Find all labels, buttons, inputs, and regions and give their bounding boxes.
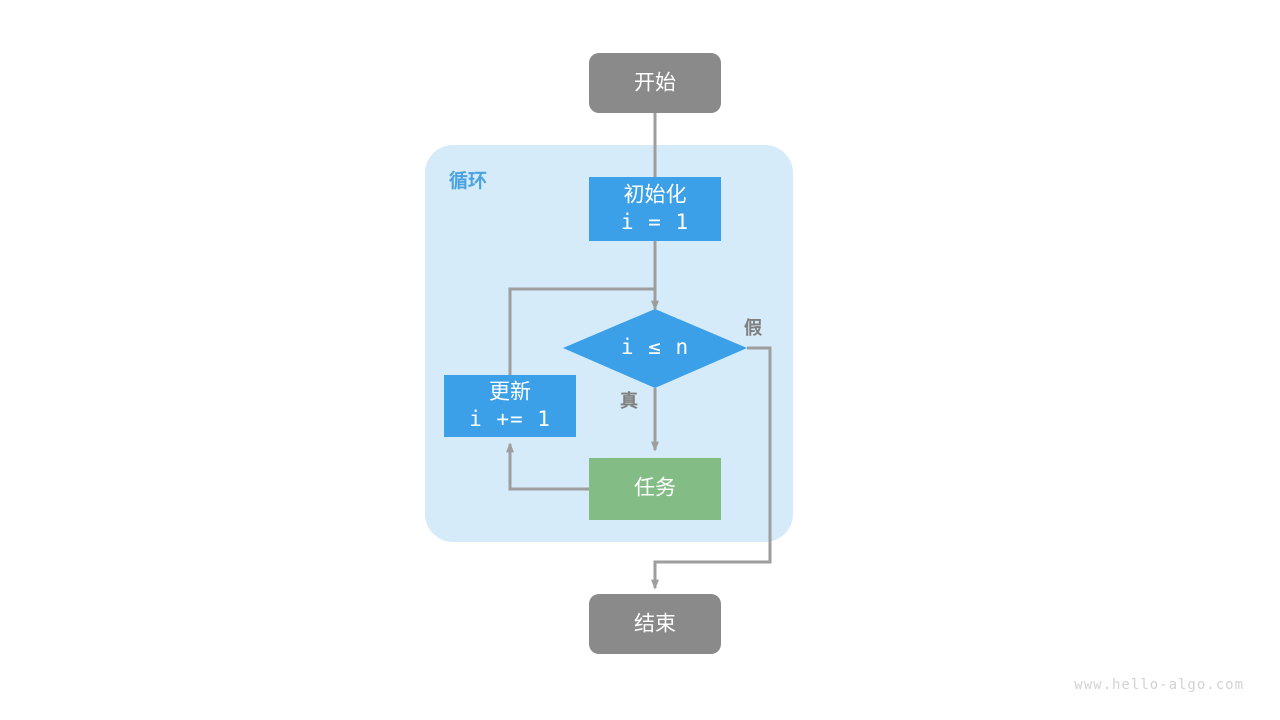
node-update-label-line2: i += 1: [469, 407, 551, 431]
node-task[interactable]: 任务: [589, 458, 721, 520]
node-end-label: 结束: [634, 613, 676, 636]
edge-label-true: 真: [620, 390, 638, 411]
edge-task-to-update: [506, 442, 589, 491]
edge-update-to-decision: [508, 287, 655, 375]
node-init[interactable]: 初始化 i = 1: [589, 177, 721, 241]
node-start-label: 开始: [634, 72, 676, 95]
node-update[interactable]: 更新 i += 1: [444, 375, 576, 437]
node-end[interactable]: 结束: [589, 594, 721, 654]
node-init-label-line1: 初始化: [624, 184, 687, 207]
edge-decision-false-to-end: [651, 346, 772, 590]
node-decision[interactable]: i ≤ n: [563, 309, 747, 388]
edge-label-false: 假: [744, 317, 763, 338]
loop-group-label: 循环: [449, 169, 487, 192]
node-decision-label: i ≤ n: [621, 335, 689, 359]
watermark: www.hello-algo.com: [1074, 677, 1244, 693]
node-init-label-line2: i = 1: [621, 210, 689, 234]
node-task-label: 任务: [634, 477, 676, 500]
node-update-label-line1: 更新: [489, 381, 531, 404]
node-start[interactable]: 开始: [589, 53, 721, 113]
